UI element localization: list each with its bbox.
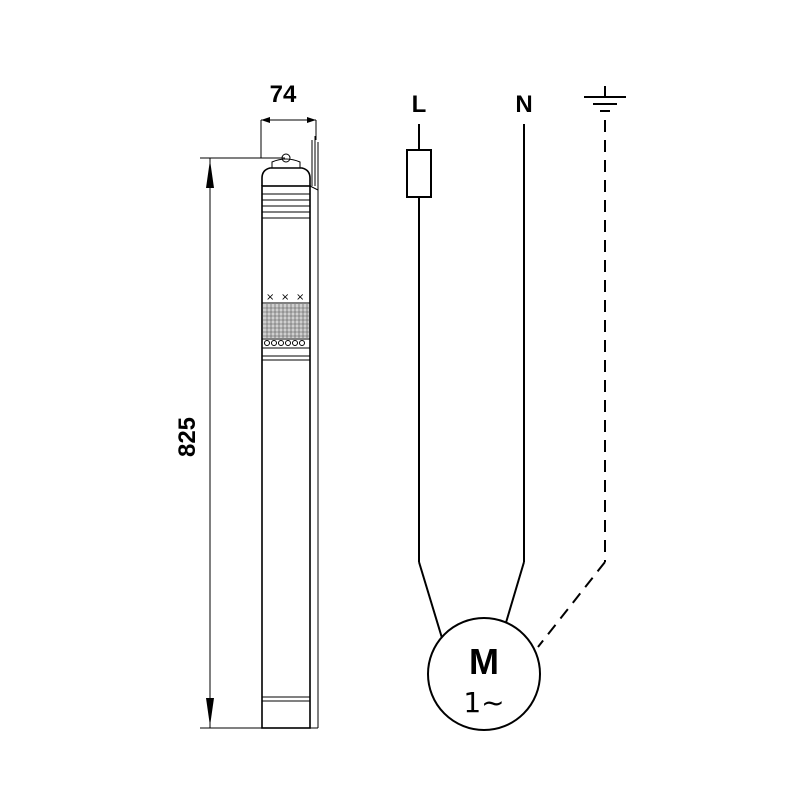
motor-letter: M <box>469 641 499 682</box>
svg-text:×: × <box>281 292 289 303</box>
neutral-wire <box>504 124 525 627</box>
length-dimension-label: 825 <box>174 417 201 457</box>
motor-phase-label: 1~ <box>463 686 504 719</box>
ground-icon <box>584 86 626 112</box>
line-terminal-label: L <box>412 91 427 118</box>
motor-symbol: M 1~ <box>427 617 541 731</box>
length-dimension: 825 <box>174 157 285 729</box>
inlet-marks: × × × <box>266 292 304 303</box>
earth-wire <box>537 120 606 648</box>
inlet-screen <box>261 302 311 346</box>
width-dimension-label: 74 <box>270 81 297 108</box>
width-dimension: 74 <box>260 81 317 158</box>
fuse-icon <box>406 149 432 198</box>
neutral-terminal-label: N <box>515 91 532 118</box>
line-wire <box>406 124 443 639</box>
wiring-schematic: L N M 1~ <box>406 86 626 731</box>
svg-text:×: × <box>296 292 304 303</box>
pump-body: × × × <box>261 136 319 729</box>
svg-text:×: × <box>266 292 274 303</box>
